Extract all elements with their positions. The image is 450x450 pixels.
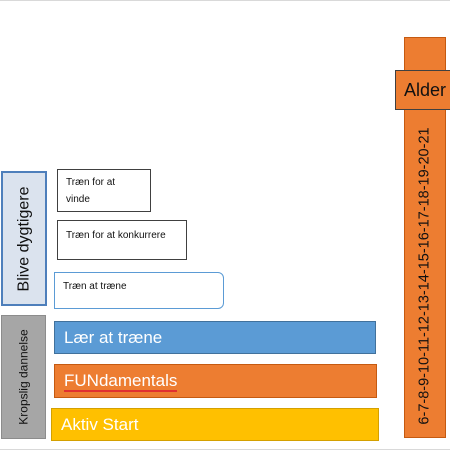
laer-at-traene-text: Lær at træne [64, 327, 163, 347]
age-range-text: 6-7-8-9-10-11-12-13-14-15-16-17-18-19-20… [417, 126, 433, 425]
traen-for-at-vinde-line1: Træn for at [66, 177, 116, 188]
blive-dygtigere-label: Blive dygtigere [1, 171, 47, 306]
top-border [0, 0, 450, 1]
aktiv-start-text: Aktiv Start [61, 414, 139, 434]
kropslig-dannelse-text: Kropslig dannelse [16, 329, 31, 425]
alder-text: Alder [404, 79, 447, 100]
alder-header: Alder [395, 70, 450, 110]
traen-at-traene-text: Træn at træne [63, 281, 127, 292]
fundamentals-text: FUNdamentals [64, 370, 178, 392]
age-range-label: 6-7-8-9-10-11-12-13-14-15-16-17-18-19-20… [404, 113, 446, 438]
aktiv-start-bar: Aktiv Start [51, 408, 379, 441]
blive-dygtigere-text: Blive dygtigere [15, 186, 33, 291]
traen-for-at-konkurrere-text: Træn for at konkurrere [66, 230, 166, 241]
traen-for-at-vinde-line2: vinde [66, 194, 90, 205]
traen-for-at-konkurrere-box: Træn for at konkurrere [57, 220, 187, 260]
traen-for-at-vinde-box: Træn for at vinde [57, 169, 151, 212]
kropslig-dannelse-label: Kropslig dannelse [1, 315, 46, 439]
fundamentals-bar: FUNdamentals [54, 364, 377, 398]
traen-at-traene-box: Træn at træne [54, 272, 224, 309]
laer-at-traene-bar: Lær at træne [54, 321, 376, 354]
